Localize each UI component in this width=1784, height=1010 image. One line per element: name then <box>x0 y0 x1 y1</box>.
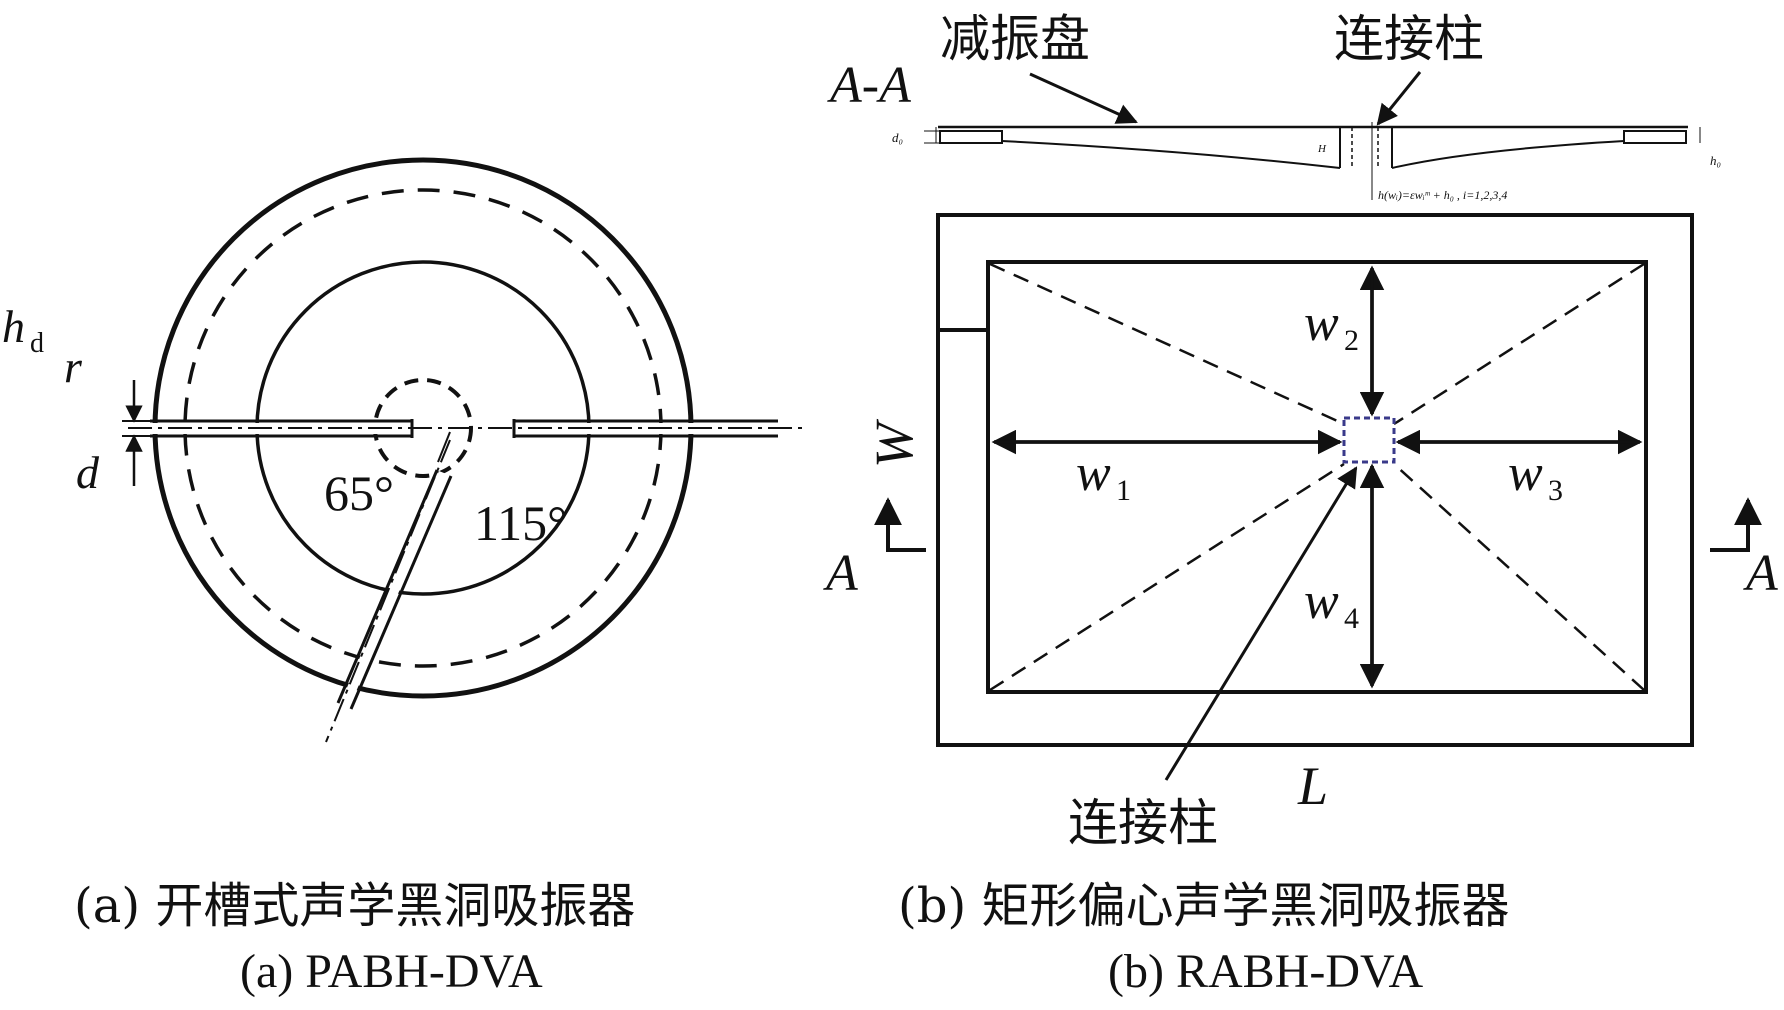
caption-a-en: (a) PABH-DVA <box>240 945 543 998</box>
w2-label: w <box>1304 295 1339 352</box>
label-r: r <box>64 341 83 392</box>
inner-plate <box>986 260 1648 694</box>
callout-column-bottom-label: 连接柱 <box>1068 794 1218 852</box>
panel-a-pabh <box>122 157 808 743</box>
section-view-aa <box>924 122 1701 200</box>
section-A-right-label: A <box>1743 545 1778 602</box>
dim-L-label: L <box>1297 756 1328 816</box>
w4-sub-label: 4 <box>1344 602 1359 635</box>
w1-sub-label: 1 <box>1116 474 1131 507</box>
section-d0-label: d₀ <box>892 130 903 145</box>
w2-sub-label: 2 <box>1344 324 1359 357</box>
section-h0-label: h₀ <box>1710 153 1721 168</box>
w3-sub-label: 3 <box>1548 474 1563 507</box>
w1-label: w <box>1076 445 1111 502</box>
caption-b-cn: (b) 矩形偏心声学黑洞吸振器 <box>898 878 1510 934</box>
horizontal-slot-left <box>150 419 412 438</box>
section-formula: h(wᵢ)=εwᵢᵐ + h₀ , i=1,2,3,4 <box>1378 188 1507 202</box>
callout-column-top-label: 连接柱 <box>1334 10 1484 68</box>
caption-a-cn: (a) 开槽式声学黑洞吸振器 <box>74 878 636 934</box>
section-A-left-label: A <box>823 545 858 602</box>
outer-frame <box>936 213 1694 747</box>
callout-disc-arrow <box>1029 72 1138 124</box>
dim-W-label: W <box>864 418 924 468</box>
diagonal-dashed-lines <box>989 262 1645 692</box>
callout-disc-label: 减振盘 <box>940 10 1090 68</box>
callout-column-top-arrow <box>1376 71 1422 126</box>
section-mark-left <box>886 512 926 552</box>
caption-b-en: (b) RABH-DVA <box>1108 945 1424 998</box>
callout-column-bottom-arrow <box>1164 466 1358 781</box>
w3-label: w <box>1508 445 1543 502</box>
inclined-slot <box>336 469 453 710</box>
angle-115-label: 115° <box>474 495 567 551</box>
label-hd-sub: d <box>30 328 44 359</box>
inclined-centerline <box>325 439 451 743</box>
section-h-label: H <box>1317 143 1327 155</box>
eccentric-column-square <box>1342 416 1396 464</box>
label-hd: h <box>2 301 25 352</box>
angle-65-label: 65° <box>324 465 394 521</box>
w4-label: w <box>1304 573 1339 630</box>
horizontal-slot-right <box>514 419 778 438</box>
plan-view-rectangle <box>874 213 1762 781</box>
label-d: d <box>76 447 100 498</box>
section-mark-right <box>1710 512 1750 552</box>
section-label-aa: A-A <box>827 57 911 114</box>
